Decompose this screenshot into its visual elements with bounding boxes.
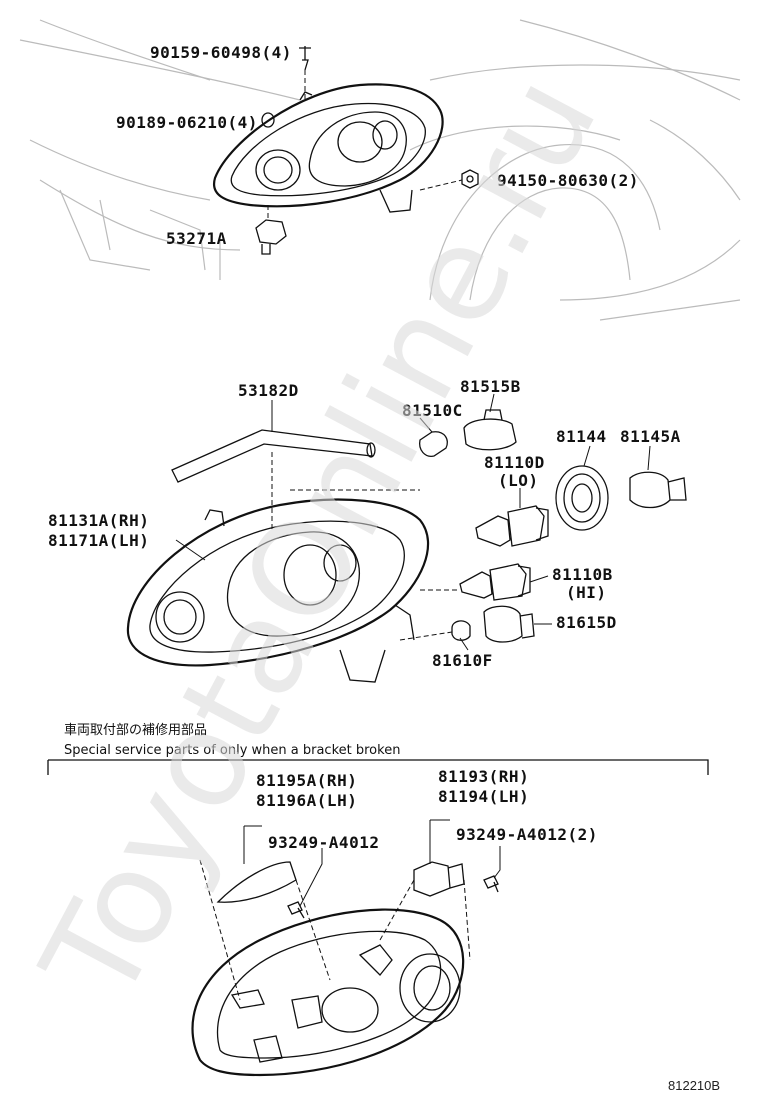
figure-code: 812210B (668, 1078, 720, 1093)
label-cover-a: 81144 (556, 427, 607, 446)
headlamp-installed (212, 83, 444, 213)
headlamp-rear-view (191, 908, 465, 1077)
service-bracket (47, 759, 709, 775)
bulb-81110d (475, 505, 549, 547)
label-bulb-c: 81510C (402, 401, 463, 420)
label-nut: 94150-80630(2) (497, 171, 639, 190)
bulb-81110b (420, 563, 531, 601)
service-note-jp: 車両取付部の補修用部品 (64, 723, 207, 738)
screw-top (299, 46, 311, 100)
bracket-81195a (199, 859, 331, 1001)
label-right-screw: 93249-A4012(2) (456, 825, 598, 844)
label-right-rh: 81193(RH) (438, 767, 529, 786)
clip-top (261, 112, 275, 128)
label-unit-rh: 81131A(RH) (48, 511, 149, 530)
bracket-81193 (379, 861, 471, 961)
socket-81515b (463, 409, 517, 451)
label-cover-b: 81145A (620, 427, 681, 446)
bulb-81510c (419, 431, 448, 457)
cover-81145a (629, 471, 687, 509)
label-screw: 90159-60498(4) (150, 43, 292, 62)
seal-53182d (171, 400, 376, 530)
car-body-outline (19, 19, 741, 321)
label-left-screw: 93249-A4012 (268, 833, 379, 852)
nut-top (419, 169, 479, 191)
label-socket-d: 81615D (556, 613, 617, 632)
label-right-lh: 81194(LH) (438, 787, 529, 806)
screw-bottom-left (287, 901, 305, 919)
service-leaders (243, 819, 501, 907)
label-bracket: 53271A (166, 229, 227, 248)
bracket-53271a (255, 205, 287, 255)
label-seal: 53182D (238, 381, 299, 400)
label-bulb-f: 81610F (432, 651, 493, 670)
label-unit-lh: 81171A(LH) (48, 531, 149, 550)
bulb-81610f (399, 620, 471, 641)
label-left-lh: 81196A(LH) (256, 791, 357, 810)
service-note-en: Special service parts of only when a bra… (64, 743, 400, 758)
cover-81144 (555, 465, 609, 531)
label-socket-b: 81515B (460, 377, 521, 396)
socket-81615d (483, 605, 535, 643)
screw-bottom-right (483, 875, 499, 893)
middle-leaders (175, 393, 651, 651)
label-bulb-lo-note: (LO) (498, 471, 539, 490)
label-clip: 90189-06210(4) (116, 113, 258, 132)
label-bulb-hi: 81110B (552, 565, 613, 584)
label-bulb-lo: 81110D (484, 453, 545, 472)
label-bulb-hi-note: (HI) (566, 583, 607, 602)
label-left-rh: 81195A(RH) (256, 771, 357, 790)
headlamp-unit (126, 489, 430, 683)
